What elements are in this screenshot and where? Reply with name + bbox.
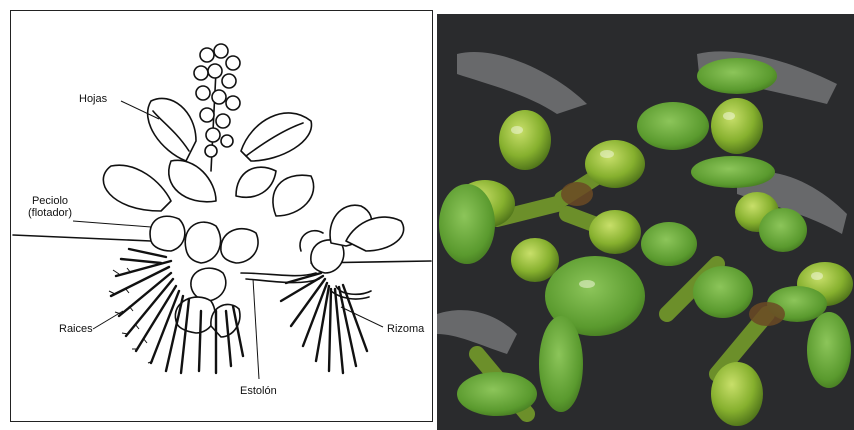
- leaf-upper-right: [241, 113, 311, 161]
- label-estolon: Estolón: [240, 385, 277, 397]
- label-peciolo-line1: Peciolo: [15, 195, 85, 207]
- water-hyacinth-photo: [437, 14, 854, 430]
- diagram-panel: Hojas Peciolo (flotador) Raices Rizoma E…: [10, 10, 433, 422]
- leaf-center-left: [169, 160, 216, 201]
- label-peciolo-line2: (flotador): [15, 207, 85, 219]
- float-lower: [191, 268, 226, 301]
- label-raices: Raices: [59, 323, 93, 335]
- float-center: [185, 222, 220, 263]
- label-rizoma: Rizoma: [387, 323, 424, 335]
- flower-cluster: [194, 44, 240, 157]
- label-peciolo: Peciolo (flotador): [15, 195, 85, 219]
- float-left: [150, 216, 185, 251]
- water-line-left: [13, 235, 151, 241]
- stolon-line: [241, 273, 316, 276]
- roots-right: [281, 273, 367, 373]
- photo-panel: [437, 14, 854, 430]
- leaf-mid-left: [103, 165, 171, 211]
- leaf-center-right: [236, 167, 276, 197]
- label-hojas: Hojas: [79, 93, 107, 105]
- float-right: [221, 229, 258, 263]
- leaf-mid-right: [273, 175, 314, 216]
